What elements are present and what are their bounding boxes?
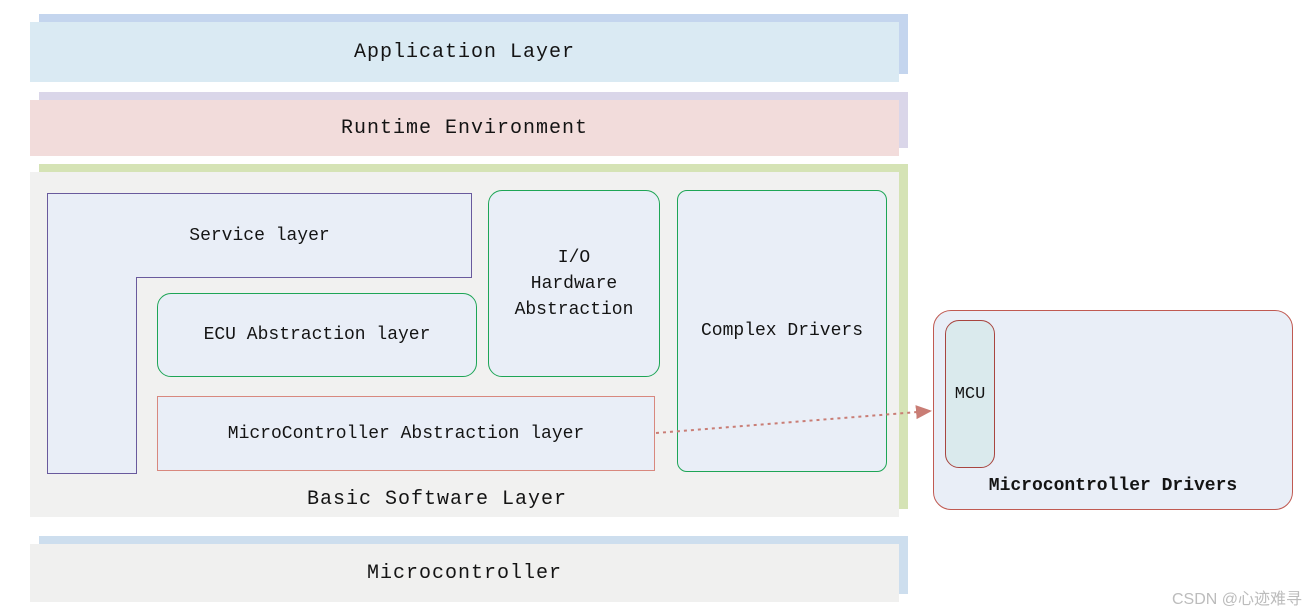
microcontroller-drivers-box: MCU Microcontroller Drivers [933,310,1293,510]
complex-drivers-label: Complex Drivers [700,321,864,341]
ecu-abstraction-layer-label: ECU Abstraction layer [203,325,431,345]
mcu-box: MCU [945,320,995,468]
runtime-environment-bar: Runtime Environment [30,100,899,156]
application-layer-label: Application Layer [353,40,576,64]
mcal-to-mcu-arrow [655,405,932,434]
microcontroller-abstraction-layer-label: MicroController Abstraction layer [227,423,585,444]
watermark-text: CSDN @心迹难寻 [1171,591,1302,608]
io-hardware-abstraction-label: I/O Hardware Abstraction [514,247,634,320]
complex-drivers-box: Complex Drivers [677,190,887,472]
mcu-label: MCU [954,384,986,404]
service-layer-column [47,277,137,474]
microcontroller-bar: Microcontroller [30,544,899,602]
ecu-abstraction-layer-box: ECU Abstraction layer [157,293,477,377]
application-layer-bar: Application Layer [30,22,899,82]
basic-software-layer-panel: Service layer ECU Abstraction layer I/O … [30,172,899,517]
runtime-environment-label: Runtime Environment [340,116,589,140]
microcontroller-abstraction-layer-box: MicroController Abstraction layer [157,396,655,471]
basic-software-layer-label: Basic Software Layer [306,488,568,511]
service-layer-box: Service layer [47,193,472,278]
microcontroller-label: Microcontroller [366,561,563,585]
microcontroller-drivers-label: Microcontroller Drivers [988,476,1238,496]
service-layer-label: Service layer [189,225,330,246]
io-hardware-abstraction-box: I/O Hardware Abstraction [488,190,660,377]
